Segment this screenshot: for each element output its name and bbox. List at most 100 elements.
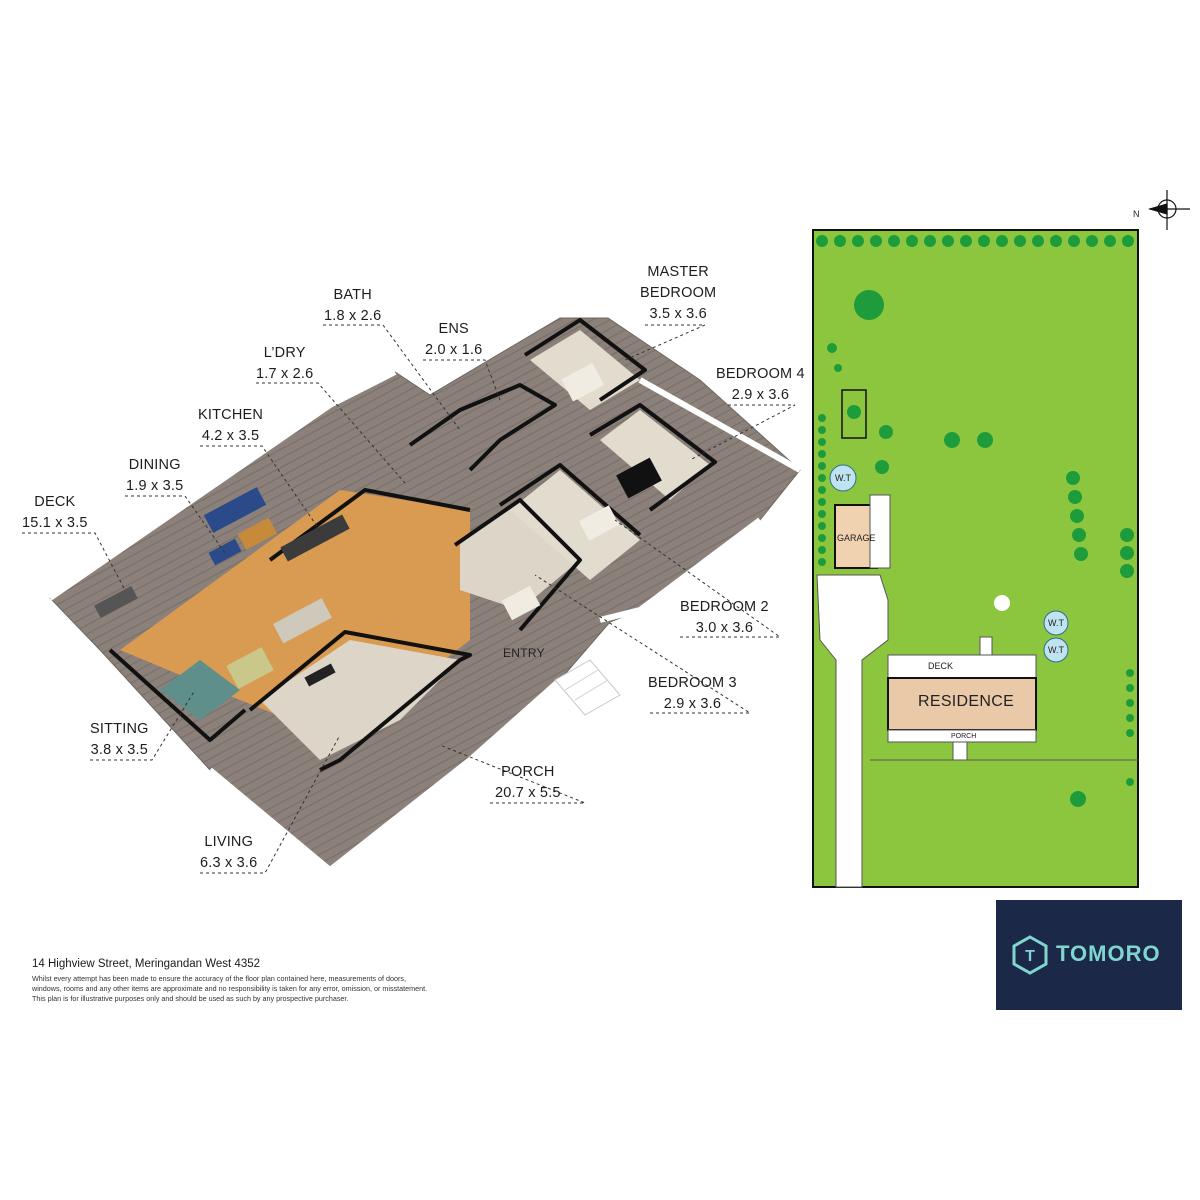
leader-deck [22,532,126,591]
label-bedroom4: BEDROOM 4 2.9 x 3.6 [716,364,805,406]
porch-railing-side [599,517,762,623]
room-name: L’DRY [263,345,306,361]
bedroom3-carpet [460,500,580,610]
room-name: BEDROOM 2 [680,599,769,615]
room-name: SITTING [90,721,149,737]
dining-table-main [272,598,332,644]
porch-railing-front [208,677,562,874]
label-deck: DECK 15.1 x 3.5 [22,492,88,534]
treadmill [94,585,138,619]
room-name: DECK [34,494,76,510]
room-dims: 3.8 x 3.5 [90,742,148,758]
room-dims: 2.0 x 1.6 [425,342,483,358]
deck-railing-right [638,377,802,473]
room-name: LIVING [204,834,254,850]
wall-bedroom3 [453,498,582,632]
wall-outer-west [108,648,247,742]
water-tank-1 [829,464,857,492]
deck-steps [979,636,993,656]
site-plan [812,229,1139,888]
entry-steps [554,659,621,716]
disclaimer-block: 14 Highview Street, Meringandan West 435… [32,958,512,1004]
leader-lines [22,324,796,874]
living-sofa [226,647,274,689]
tree-scatter [827,290,1134,807]
room-dims: 3.5 x 3.6 [649,306,707,322]
deck-railing-top [48,369,397,601]
room-dims: 2.9 x 3.6 [663,696,722,712]
garden-feature [994,595,1010,611]
wall-bedroom2 [498,463,642,537]
tree-row-top [816,235,1134,247]
tv-unit [304,663,336,687]
tree [847,405,861,419]
wall-master [523,318,647,402]
leader-bath [323,324,461,431]
label-master-bedroom: MASTER BEDROOM 3.5 x 3.6 [640,262,716,325]
label-bath: BATH 1.8 x 2.6 [324,285,381,327]
leader-master [624,324,706,361]
house-3d-plan [48,317,802,874]
water-tank-label-2: W.T [1048,618,1064,628]
site-deck-label: DECK [928,661,954,671]
leader-porch [439,744,586,804]
leader-laundry [256,382,406,484]
room-dims: 1.9 x 3.5 [126,478,184,494]
room-name: PORCH [501,764,555,780]
room-name-2: BEDROOM [640,285,717,301]
living-carpet [260,640,460,760]
sitting-rug [160,660,240,720]
label-dining: DINING 1.9 x 3.5 [126,455,183,497]
disclaimer-line-2: windows, rooms and any other items are a… [32,984,428,993]
room-name: DINING [128,457,181,473]
driveway [816,574,889,888]
brand-hexagon-icon: T [1012,935,1048,975]
leader-living [200,734,341,874]
room-dims: 1.8 x 2.6 [324,308,382,324]
label-kitchen: KITCHEN 4.2 x 3.5 [198,405,263,447]
room-dims: 6.3 x 3.6 [200,855,258,871]
residence-deck [887,654,1037,681]
room-dims: 3.0 x 3.6 [695,620,754,636]
master-bed [561,362,604,402]
brand-name: TOMORO [1056,941,1161,966]
label-sitting: SITTING 3.8 x 3.5 [90,719,149,761]
bedroom4-bed [616,457,662,499]
leader-sitting [90,689,196,761]
garage-label: GARAGE [837,533,876,543]
leader-kitchen [200,445,324,536]
leader-ensuite [423,359,501,401]
property-address: 14 Highview Street, Meringandan West 435… [32,958,261,970]
label-laundry: L’DRY 1.7 x 2.6 [256,343,313,385]
label-bedroom3: BEDROOM 3 2.9 x 3.6 [648,673,737,715]
disclaimer-line-1: Whilst every attempt has been made to en… [32,974,406,983]
water-tank-3 [1043,637,1069,663]
porch-steps [952,741,968,761]
room-dims: 2.9 x 3.6 [731,387,790,403]
room-name: MASTER [647,264,709,280]
bedroom2-bed [578,505,620,541]
room-name: BEDROOM 4 [716,366,805,382]
leader-bedroom4 [689,404,796,461]
label-bedroom2: BEDROOM 2 3.0 x 3.6 [680,597,769,639]
residence-label: RESIDENCE [918,693,1015,710]
brand-mark: T [1025,948,1035,965]
compass-label: N [1133,209,1140,219]
water-tank-label-1: W.T [835,473,851,483]
wall-wet-areas [408,383,557,472]
room-dims: 20.7 x 5.5 [495,785,561,801]
water-tank-2 [1043,610,1069,636]
dining-sofa [203,487,267,533]
dining-sofa-2 [208,538,242,566]
leader-bedroom2 [614,519,782,638]
room-dims: 4.2 x 3.5 [201,428,260,444]
disclaimer-line-3: This plan is for illustrative purposes o… [32,994,349,1003]
room-name: BATH [333,287,372,303]
room-name: ENS [438,321,469,337]
bedroom4-carpet [600,410,710,500]
residence-building [887,677,1037,731]
wall-living [248,630,472,772]
kitchen-bench [280,514,350,562]
leader-dining [125,495,226,554]
